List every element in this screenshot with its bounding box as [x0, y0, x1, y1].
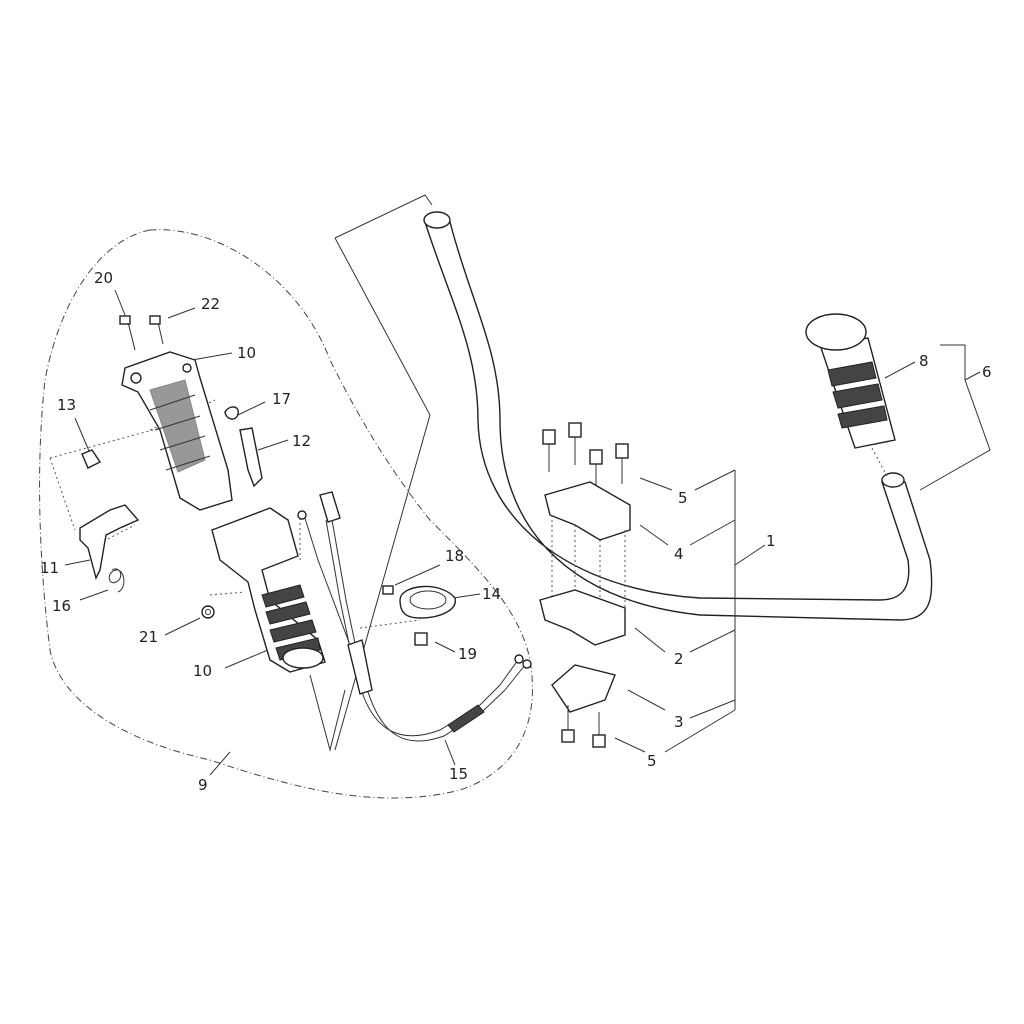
- part-1-bracket: [334, 194, 433, 751]
- trigger-lever-12: [239, 427, 263, 488]
- lockout-lever-11: [79, 504, 140, 580]
- callout-12: 12: [292, 432, 311, 450]
- callout-10-top: 10: [237, 344, 256, 362]
- throttle-housing-lower: [211, 507, 326, 673]
- clamp-bolts-top: [542, 422, 629, 488]
- lower-clamp: [539, 589, 626, 646]
- nut-21: [201, 605, 215, 619]
- lever-13: [81, 449, 102, 469]
- right-grip: [805, 313, 896, 449]
- screw-18: [382, 585, 394, 595]
- clamp-cushion: [551, 664, 616, 713]
- callout-18: 18: [445, 547, 464, 565]
- spring-16: [108, 568, 125, 593]
- callout-16: 16: [52, 597, 71, 615]
- callout-8: 8: [919, 352, 929, 370]
- callout-2: 2: [674, 650, 684, 668]
- callout-21: 21: [139, 628, 158, 646]
- throttle-housing-upper: [121, 351, 233, 511]
- callout-6: 6: [982, 363, 992, 381]
- callout-10-bottom: 10: [193, 662, 212, 680]
- callout-3: 3: [674, 713, 684, 731]
- callout-19: 19: [458, 645, 477, 663]
- upper-clamp: [544, 481, 631, 541]
- callout-20: 20: [94, 269, 113, 287]
- callout-4: 4: [674, 545, 684, 563]
- callout-5-top: 5: [678, 489, 688, 507]
- callout-14: 14: [482, 585, 501, 603]
- callout-22: 22: [201, 295, 220, 313]
- leader-lines: [64, 289, 991, 776]
- stop-switch-cable: [297, 491, 532, 742]
- callout-1: 1: [766, 532, 776, 550]
- callout-5-bottom: 5: [647, 752, 657, 770]
- cable-clip-14: [399, 585, 456, 619]
- callout-13: 13: [57, 396, 76, 414]
- handlebar-tube: [423, 211, 933, 621]
- callout-11: 11: [40, 559, 59, 577]
- nut-19: [414, 632, 428, 646]
- callout-15: 15: [449, 765, 468, 783]
- clamp-bolts-bottom: [561, 705, 606, 748]
- screws-20-22: [119, 315, 164, 351]
- callout-17: 17: [272, 390, 291, 408]
- spring-17: [224, 406, 239, 420]
- callout-9: 9: [198, 776, 208, 794]
